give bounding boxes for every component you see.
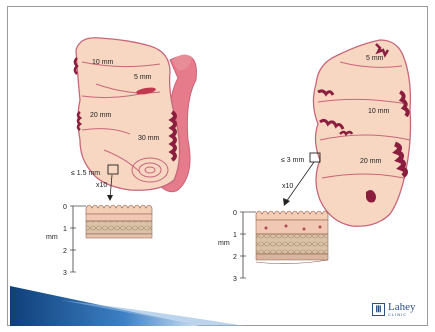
arrow-head [283, 198, 290, 206]
label-10mm: 10 mm [368, 108, 390, 115]
tick-label: 3 [63, 270, 67, 277]
label-10mm: 10 mm [92, 59, 114, 66]
right-cross-section: 0 1 2 3 mm [218, 210, 328, 283]
pointer-arrow [286, 162, 314, 202]
serosa-edge [256, 260, 328, 264]
arrow-head [107, 195, 113, 201]
label-5mm: 5 mm [366, 55, 384, 62]
logo-sub: CLINIC [388, 313, 415, 317]
magnification-label: x10 [282, 183, 293, 190]
tick-label: 3 [233, 276, 237, 283]
serosa-layer [86, 234, 152, 238]
mucosa-layer [86, 205, 152, 214]
mucosa-layer [256, 211, 328, 220]
label-20mm: 20 mm [90, 112, 112, 119]
vessel [319, 226, 322, 229]
logo-shield-icon: Ⅲ [372, 303, 385, 316]
right-colon-diagram: 5 mm 10 mm 20 mm ≤ 3 mm x10 [281, 40, 411, 226]
vessel [303, 228, 306, 231]
label-30mm: 30 mm [138, 135, 160, 142]
lahey-clinic-logo: Ⅲ Lahey CLINIC [372, 302, 415, 317]
tick-label: 0 [233, 210, 237, 217]
muscle-layer [86, 221, 152, 234]
vessel [265, 227, 268, 230]
muscle-layer [256, 234, 328, 254]
lesion [75, 58, 77, 74]
submucosa-layer [86, 214, 152, 221]
label-20mm: 20 mm [360, 158, 382, 165]
tick-label: 1 [63, 226, 67, 233]
threshold-label: ≤ 3 mm [281, 157, 304, 164]
tick-label: 2 [63, 248, 67, 255]
logo-text: Lahey CLINIC [388, 302, 415, 317]
tick-label: 0 [63, 204, 67, 211]
label-5mm: 5 mm [134, 74, 152, 81]
magnification-label: x10 [96, 182, 107, 189]
threshold-label: ≤ 1.5 mm [71, 170, 100, 177]
vessel [285, 225, 288, 228]
colon-segment-right [313, 40, 410, 226]
tick-label: 2 [233, 254, 237, 261]
axis-unit: mm [46, 234, 58, 241]
tick-label: 1 [233, 232, 237, 239]
serosa-layer [256, 254, 328, 260]
left-colon-diagram: 10 mm 5 mm 20 mm 30 mm ≤ 1.5 mm x10 [71, 38, 196, 201]
left-cross-section: 0 1 2 3 mm [46, 204, 152, 277]
axis-unit: mm [218, 240, 230, 247]
lesion [172, 112, 175, 160]
